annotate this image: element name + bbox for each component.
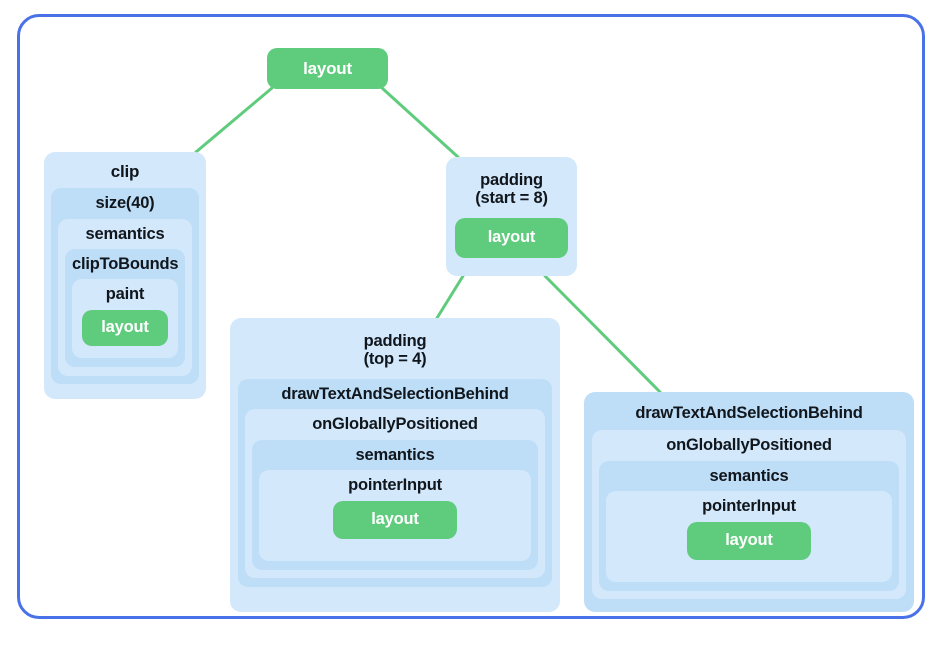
node-label: onGloballyPositioned xyxy=(666,436,832,455)
node-label: size(40) xyxy=(95,194,155,213)
node-root-layout[interactable]: layout xyxy=(267,48,388,89)
node-pointerinput[interactable]: pointerInput layout xyxy=(606,491,892,583)
node-label: semantics xyxy=(85,224,165,243)
node-drawtextandselectionbehind[interactable]: drawTextAndSelectionBehind onGloballyPos… xyxy=(238,378,552,587)
node-label: pointerInput xyxy=(702,497,796,516)
node-layout-leaf[interactable]: layout xyxy=(82,309,168,346)
node-clip-stack[interactable]: clip size(40) semantics clipToBounds pai… xyxy=(44,152,206,399)
node-label: drawTextAndSelectionBehind xyxy=(635,404,863,422)
node-label: padding (top = 4) xyxy=(363,332,427,369)
node-label: drawTextAndSelectionBehind xyxy=(281,384,509,403)
node-layout-leaf[interactable]: layout xyxy=(455,217,568,258)
node-label: clipToBounds xyxy=(72,254,179,273)
node-layout-leaf[interactable]: layout xyxy=(687,521,811,560)
node-label: padding (start = 8) xyxy=(475,171,548,208)
node-label: pointerInput xyxy=(348,476,442,495)
node-label: layout xyxy=(303,58,352,78)
node-label: onGloballyPositioned xyxy=(312,415,478,434)
node-label: layout xyxy=(725,530,773,549)
node-pointerinput[interactable]: pointerInput layout xyxy=(259,470,531,562)
node-layout-leaf[interactable]: layout xyxy=(333,500,457,539)
node-padding-start[interactable]: padding (start = 8) layout xyxy=(446,157,577,276)
node-semantics[interactable]: semantics pointerInput layout xyxy=(252,439,538,570)
node-semantics[interactable]: semantics pointerInput layout xyxy=(599,460,899,591)
node-ongloballypositioned[interactable]: onGloballyPositioned semantics pointerIn… xyxy=(592,430,906,600)
node-label: clip xyxy=(110,162,140,181)
node-label: semantics xyxy=(709,466,789,485)
node-cliptobounds[interactable]: clipToBounds paint layout xyxy=(65,248,185,367)
node-size-40[interactable]: size(40) semantics clipToBounds paint la… xyxy=(51,188,199,385)
node-label: layout xyxy=(371,509,419,528)
node-padding-top-stack[interactable]: padding (top = 4) drawTextAndSelectionBe… xyxy=(230,318,560,612)
node-label: layout xyxy=(487,227,536,246)
node-paint[interactable]: paint layout xyxy=(72,279,178,359)
node-ongloballypositioned[interactable]: onGloballyPositioned semantics pointerIn… xyxy=(245,409,545,579)
node-semantics[interactable]: semantics clipToBounds paint layout xyxy=(58,218,192,376)
node-label: semantics xyxy=(355,445,435,464)
node-drawtext-stack[interactable]: drawTextAndSelectionBehind onGloballyPos… xyxy=(584,392,914,612)
node-label: paint xyxy=(105,285,145,304)
node-label: layout xyxy=(101,317,149,336)
